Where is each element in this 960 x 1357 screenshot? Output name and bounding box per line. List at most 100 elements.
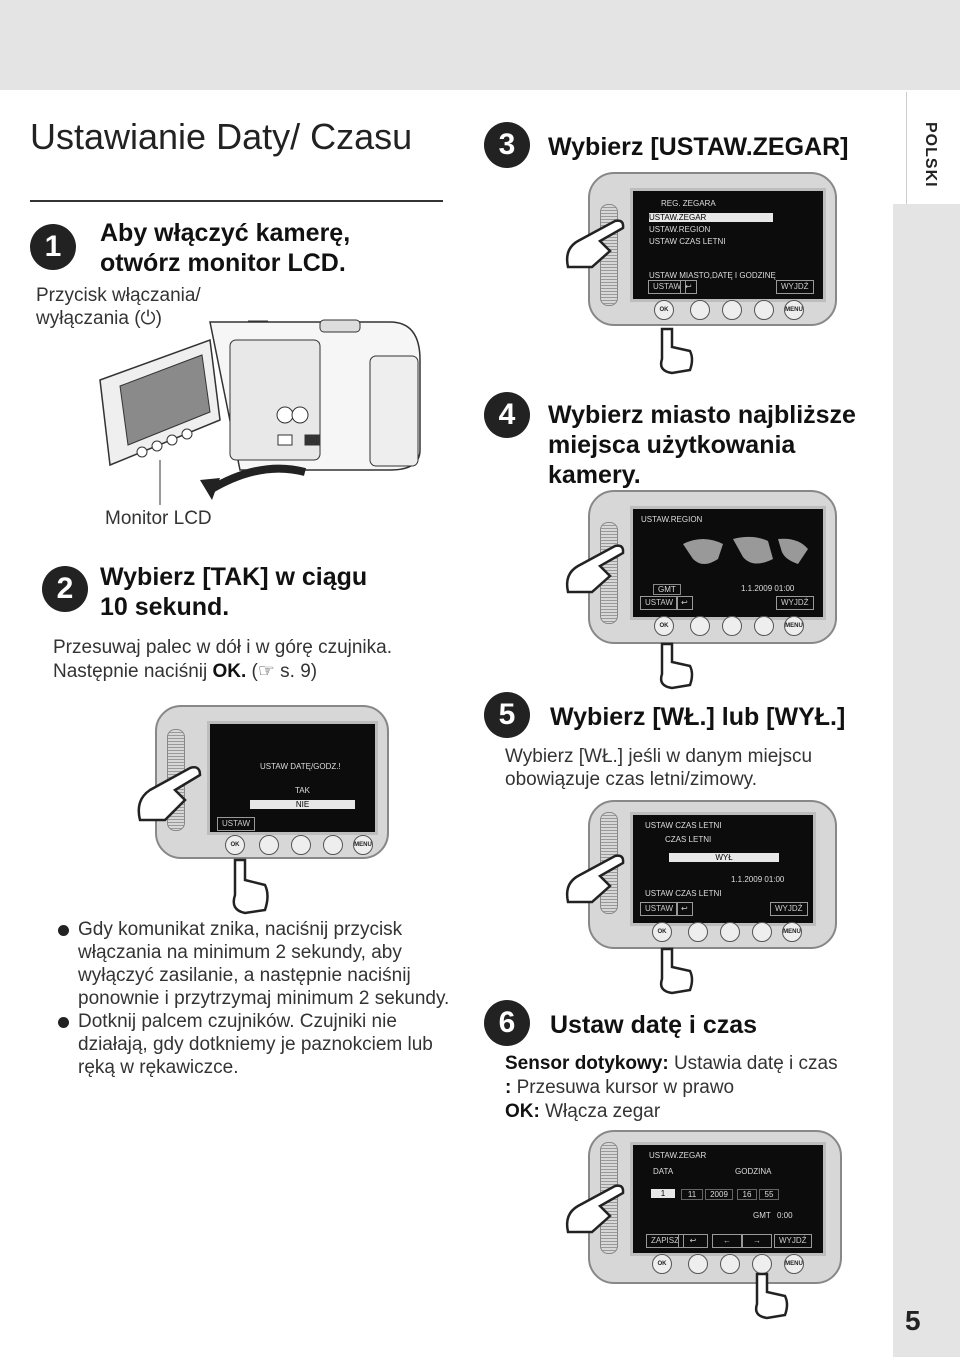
back-button[interactable]: ↩ [678,1234,708,1248]
hand-icon [659,327,694,375]
screen-info: USTAW MIASTO,DATĘ I GODZINĘ [649,271,776,280]
menu-button[interactable]: MENU [782,922,802,942]
screen-info: USTAW CZAS LETNI [645,889,722,898]
sensor-button[interactable] [722,616,742,636]
sensor-button[interactable] [722,300,742,320]
year-field[interactable]: 2009 [705,1189,733,1200]
step-1-badge: 1 [30,224,76,270]
screen-subtitle: CZAS LETNI [665,835,712,844]
monitor-lcd-label: Monitor LCD [105,508,212,529]
zapisz-button[interactable]: ZAPISZ [646,1234,685,1248]
menu-button[interactable]: MENU [784,300,804,320]
language-tab: POLSKI [906,92,960,204]
lcd-panel-step-2: USTAW DATĘ/GODZ.! TAK NIE USTAW OK MENU [155,705,389,859]
sensor-button[interactable] [754,616,774,636]
step-6-line-3: OK: Włącza zegar [505,1101,661,1122]
option-wyl[interactable]: WYŁ [669,853,779,862]
step-6-heading: Ustaw datę i czas [550,1011,758,1039]
sensor-button[interactable] [720,1254,740,1274]
hour-field[interactable]: 16 [737,1189,757,1200]
time-label: GODZINA [735,1167,772,1176]
note-item: Gdy komunikat znika, naciśnij przycisk w… [58,918,458,1010]
screen-title: USTAW DATĘ/GODZ.! [260,762,341,771]
sensor-button[interactable] [690,616,710,636]
notes-list: Gdy komunikat znika, naciśnij przycisk w… [58,918,458,1079]
menu-button[interactable]: MENU [784,616,804,636]
option-tak[interactable]: TAK [295,786,310,795]
ok-button[interactable]: OK [654,616,674,636]
hand-icon [565,544,625,594]
step-5-heading: Wybierz [WŁ.] lub [WYŁ.] [550,703,846,731]
back-button[interactable]: ↩ [676,902,693,916]
ok-button[interactable]: OK [654,300,674,320]
hand-icon [659,642,694,690]
power-button-label: Przycisk włączania/ wyłączania (⏻) [36,285,201,329]
step-4-badge: 4 [484,392,530,438]
right-margin-bar [893,204,960,1357]
sensor-button[interactable] [752,922,772,942]
screen-step-2: USTAW DATĘ/GODZ.! TAK NIE [207,721,378,835]
wyjdz-button[interactable]: WYJDŹ [770,902,808,916]
ustaw-button[interactable]: USTAW [217,817,255,831]
menu-item-ustaw-zegar[interactable]: USTAW.ZEGAR [649,213,773,222]
sensor-button[interactable] [688,1254,708,1274]
wyjdz-button[interactable]: WYJDŹ [776,280,814,294]
screen-step-5: USTAW CZAS LETNI CZAS LETNI WYŁ 1.1.2009… [630,812,816,926]
ustaw-button[interactable]: USTAW [648,280,686,294]
sensor-button[interactable] [259,835,279,855]
sensor-button[interactable] [291,835,311,855]
sensor-button[interactable] [720,922,740,942]
menu-button[interactable]: MENU [784,1254,804,1274]
menu-item-ustaw-region[interactable]: USTAW.REGION [649,225,711,234]
right-arrow-button[interactable]: → [742,1234,772,1248]
lcd-panel-step-4: USTAW.REGION GMT 1.1.2009 01:00 USTAW ↩ … [588,490,837,644]
step-2-badge: 2 [42,566,88,612]
sensor-button[interactable] [754,300,774,320]
back-button[interactable]: ↩ [680,280,697,294]
step-6-line-1: Sensor dotykowy: Ustawia datę i czas [505,1053,838,1074]
sensor-button[interactable] [323,835,343,855]
step-6-line-2: : Przesuwa kursor w prawo [505,1077,735,1098]
screen-top: REG. ZEGARA [661,199,716,208]
screen-step-3: REG. ZEGARA USTAW.ZEGAR USTAW.REGION UST… [630,188,826,302]
ustaw-button[interactable]: USTAW [640,902,678,916]
step-3-badge: 3 [484,122,530,168]
option-nie[interactable]: NIE [250,800,355,809]
gmt-box: GMT [653,584,681,595]
lcd-panel-step-6: USTAW.ZEGAR DATA GODZINA 1 11 2009 16 55… [588,1130,842,1284]
step-6-badge: 6 [484,1000,530,1046]
camcorder-illustration [99,319,421,505]
ok-button[interactable]: OK [652,922,672,942]
hand-icon [659,947,694,995]
ok-button[interactable]: OK [652,1254,672,1274]
day-field[interactable]: 1 [651,1189,675,1198]
hand-icon [565,1184,625,1234]
menu-button[interactable]: MENU [353,835,373,855]
wyjdz-button[interactable]: WYJDŹ [774,1234,812,1248]
minute-field[interactable]: 55 [759,1189,779,1200]
title-rule [30,200,443,202]
note-item: Dotknij palcem czujników. Czujniki nie d… [58,1010,458,1079]
ok-button[interactable]: OK [225,835,245,855]
step-2-heading: Wybierz [TAK] w ciągu 10 sekund. [100,563,368,621]
screen-top: USTAW.REGION [641,515,703,524]
ustaw-button[interactable]: USTAW [640,596,678,610]
date-time: 1.1.2009 01:00 [741,584,795,593]
left-arrow-button[interactable]: ← [712,1234,742,1248]
month-field[interactable]: 11 [681,1189,703,1200]
page-title: Ustawianie Daty/ Czasu [30,116,413,157]
page-number: 5 [905,1305,921,1336]
wyjdz-button[interactable]: WYJDŹ [776,596,814,610]
gmt-value: 0:00 [777,1211,793,1220]
step-3-heading: Wybierz [USTAW.ZEGAR] [548,133,849,161]
step-4-heading: Wybierz miasto najbliższe miejsca użytko… [548,401,856,489]
sensor-button[interactable] [690,300,710,320]
step-5-badge: 5 [484,692,530,738]
date-label: DATA [653,1167,674,1176]
back-button[interactable]: ↩ [676,596,693,610]
hand-icon [565,854,625,904]
hand-icon [754,1272,789,1320]
menu-item-czas-letni[interactable]: USTAW CZAS LETNI [649,237,726,246]
sensor-button[interactable] [688,922,708,942]
step-1-heading: Aby włączyć kamerę, otwórz monitor LCD. [100,219,351,277]
